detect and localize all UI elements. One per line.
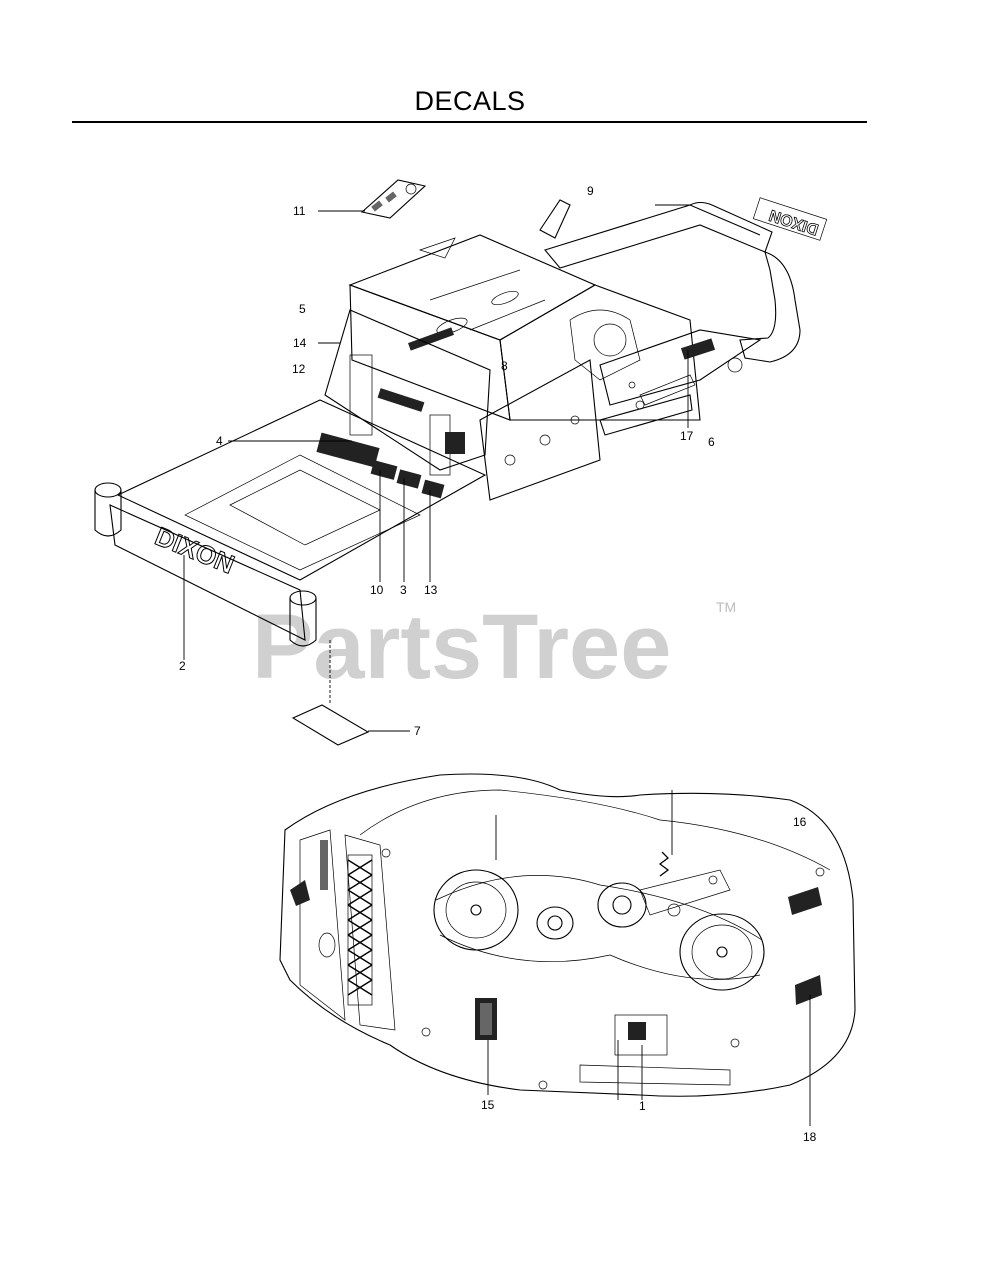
right-caster: [289, 590, 317, 647]
watermark-text: PartsTree: [252, 596, 671, 698]
seat-pan-top: [348, 234, 597, 341]
decal-10: [370, 460, 398, 480]
front-bumper: [109, 504, 306, 641]
callout-16: 16: [793, 815, 807, 829]
decal-7-sheet: [291, 704, 370, 746]
decal-18: [795, 975, 822, 1005]
callout-17: 17: [680, 429, 694, 443]
body-front-face: [349, 284, 511, 421]
callout-14: 14: [293, 336, 307, 350]
floor-pan: [116, 399, 487, 581]
decal-4: [316, 432, 380, 468]
decal-13: [421, 479, 445, 499]
dash-panel: [324, 309, 491, 471]
callout-8: 8: [501, 359, 508, 373]
discharge-chute: [347, 854, 373, 1006]
decal-17: [680, 338, 716, 360]
left-caster: [94, 482, 122, 537]
idler-pulley: [597, 882, 647, 928]
callout-7: 7: [414, 724, 421, 738]
callout-10: 10: [370, 583, 384, 597]
callout-1: 1: [639, 1099, 646, 1113]
center-pulley: [536, 906, 574, 940]
callout-3: 3: [400, 583, 407, 597]
callout-11: 11: [293, 204, 306, 218]
callout-13: 13: [424, 583, 438, 597]
callout-9: 9: [587, 184, 594, 198]
deck-shell: [279, 773, 856, 1097]
rear-logo: DIXON: [752, 197, 828, 241]
front-logo-text: DIXON: [151, 521, 239, 580]
callout-18: 18: [803, 1130, 817, 1144]
page-title: DECALS: [414, 86, 526, 116]
callout-2: 2: [179, 659, 186, 673]
decal-16: [788, 887, 822, 915]
callout-12: 12: [292, 362, 306, 376]
deck-assembly: [279, 773, 856, 1126]
callout-4: 4: [216, 434, 223, 448]
callout-15: 15: [481, 1098, 495, 1112]
decal-3: [396, 469, 422, 489]
watermark-trademark: TM: [716, 599, 736, 615]
callout-5: 5: [299, 302, 306, 316]
decal-11-sheet: [360, 179, 427, 219]
rear-fender: [544, 201, 773, 269]
title-rule: [72, 121, 867, 123]
callout-6: 6: [708, 435, 715, 449]
rear-logo-text: DIXON: [767, 206, 820, 238]
right-pulley: [679, 913, 765, 991]
decal-1: [614, 1014, 668, 1056]
